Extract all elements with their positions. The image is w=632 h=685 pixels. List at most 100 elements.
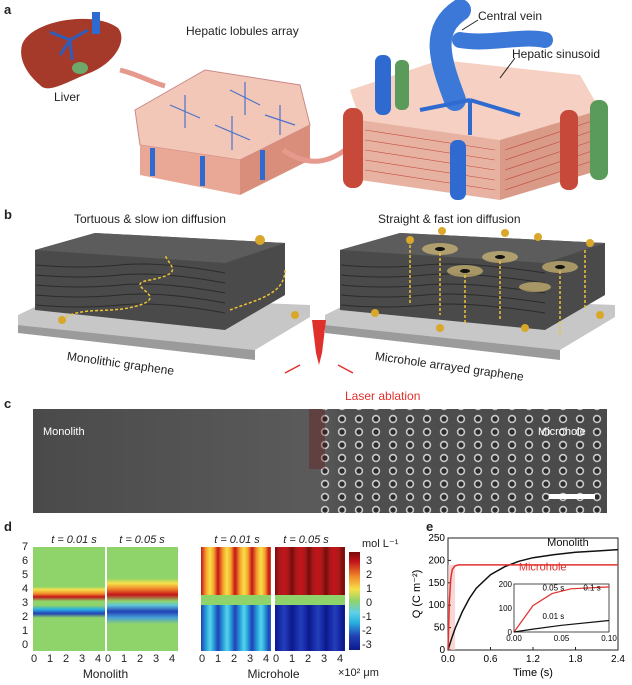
x-unit-label: ×10² μm	[338, 667, 379, 679]
arrow-array-to-zoom	[281, 147, 347, 164]
heatmap-microhole-005	[275, 547, 345, 651]
inset-annotation-001: 0.01 s	[543, 612, 565, 621]
inset-annotation-005: 0.05 s	[543, 584, 565, 593]
series-label-monolith: Monolith	[547, 537, 589, 549]
inset-microhole-line	[513, 586, 610, 633]
colorbar-tick-6: -3	[362, 639, 372, 651]
central-vein-label: Central vein	[478, 9, 543, 23]
x-tick-l1: 1	[47, 653, 54, 665]
series-line-monolith	[447, 548, 619, 651]
x-tick-r0: 0	[199, 653, 206, 665]
colorbar-tick-0: 3	[366, 555, 373, 567]
y-tick-7: 7	[22, 541, 29, 553]
y-tick-label: 50	[434, 623, 446, 634]
y-axis-label: Q (C m⁻²)	[411, 570, 423, 619]
heatmap-microhole-001	[201, 547, 271, 651]
hepatic-sinusoid-label: Hepatic sinusoid	[512, 47, 601, 61]
y-tick-1: 1	[22, 625, 29, 637]
laser-ablation-label: Laser ablation	[345, 389, 421, 403]
panel-a-label: a	[4, 2, 12, 17]
inset-x-tick: 0.10	[601, 634, 617, 643]
y-tick-5: 5	[22, 569, 29, 581]
y-tick-2: 2	[22, 611, 29, 623]
microhole-pattern	[309, 409, 607, 513]
inset-frame	[513, 583, 610, 633]
x-tick-label: 1.8	[569, 654, 583, 665]
y-tick-6: 6	[22, 555, 29, 567]
tortuous-title: Tortuous & slow ion diffusion	[74, 212, 226, 226]
lobules-array	[134, 69, 311, 195]
arrow-liver-to-array	[119, 67, 166, 89]
sem-image	[33, 409, 607, 513]
panel-e-label: e	[426, 519, 434, 534]
heatmap-monolith-005	[107, 547, 178, 651]
panel-d-label: d	[4, 519, 12, 534]
x-tick-r7: 2	[305, 653, 312, 665]
x-tick-r4: 4	[263, 653, 270, 665]
inset-monolith-line	[513, 619, 610, 633]
panel-b-illustration	[18, 227, 615, 374]
zoomed-lobule	[343, 0, 608, 200]
y-tick-4: 4	[22, 583, 29, 595]
y-tick-label: 200	[428, 555, 445, 566]
microhole-shade	[448, 564, 456, 650]
x-tick-r6: 1	[289, 653, 296, 665]
x-tick-r1: 1	[215, 653, 222, 665]
y-tick-label: 100	[428, 600, 445, 611]
inset-x-tick: 0.00	[506, 634, 522, 643]
colorbar-tick-5: -2	[362, 625, 372, 637]
x-tick-r9: 4	[337, 653, 344, 665]
x-tick-l9: 4	[169, 653, 176, 665]
laser-icon	[312, 320, 326, 353]
x-tick-r3: 3	[247, 653, 254, 665]
colorbar	[349, 552, 360, 650]
panel-c-label: c	[4, 396, 12, 411]
lobules-array-label: Hepatic lobules array	[186, 24, 299, 38]
time-label-2: t = 0.05 s	[119, 534, 165, 546]
x-tick-l5: 0	[105, 653, 112, 665]
monolith-sem-label: Monolith	[43, 426, 85, 438]
colorbar-tick-3: 0	[366, 597, 373, 609]
x-tick-l8: 3	[153, 653, 160, 665]
x-axis-label: Time (s)	[513, 667, 553, 679]
x-tick-l7: 2	[137, 653, 144, 665]
panel-a-illustration	[21, 0, 608, 200]
y-tick-label: 250	[428, 533, 445, 544]
scale-bar	[549, 494, 595, 499]
series-label-microhole: Microhole	[519, 561, 567, 573]
time-label-3: t = 0.01 s	[214, 534, 260, 546]
x-tick-l0: 0	[31, 653, 38, 665]
heatmap-monolith-001	[33, 547, 105, 651]
inset-x-tick: 0.05	[554, 634, 570, 643]
inset-y-tick: 200	[499, 580, 513, 589]
y-tick-3: 3	[22, 597, 29, 609]
x-tick-label: 1.2	[526, 654, 540, 665]
x-tick-l4: 4	[95, 653, 102, 665]
straight-title: Straight & fast ion diffusion	[378, 212, 521, 226]
x-tick-label: 2.4	[611, 654, 625, 665]
x-tick-r5: 0	[273, 653, 280, 665]
panel-b-label: b	[4, 207, 12, 222]
colorbar-tick-4: -1	[362, 611, 372, 623]
colorbar-tick-1: 2	[366, 569, 373, 581]
y-tick-0: 0	[22, 639, 29, 651]
x-tick-label: 0.6	[484, 654, 498, 665]
x-tick-r2: 2	[231, 653, 238, 665]
series-line-microhole	[447, 564, 618, 651]
inset-y-tick: 100	[499, 604, 513, 613]
time-label-4: t = 0.05 s	[283, 534, 329, 546]
x-tick-l2: 2	[63, 653, 70, 665]
x-tick-l3: 3	[79, 653, 86, 665]
y-tick-label: 0	[439, 645, 445, 656]
liver-label: Liver	[54, 90, 81, 104]
x-tick-label: 0.0	[441, 654, 455, 665]
time-label-1: t = 0.01 s	[51, 534, 97, 546]
inset-y-tick: 0	[508, 628, 513, 637]
y-tick-label: 150	[428, 578, 445, 589]
microhole-sem-label: Microhole	[538, 426, 586, 438]
monolith-xlabel: Monolith	[82, 667, 129, 681]
colorbar-tick-2: 1	[366, 583, 373, 595]
x-tick-l6: 1	[121, 653, 128, 665]
microhole-xlabel: Microhole	[247, 667, 300, 681]
